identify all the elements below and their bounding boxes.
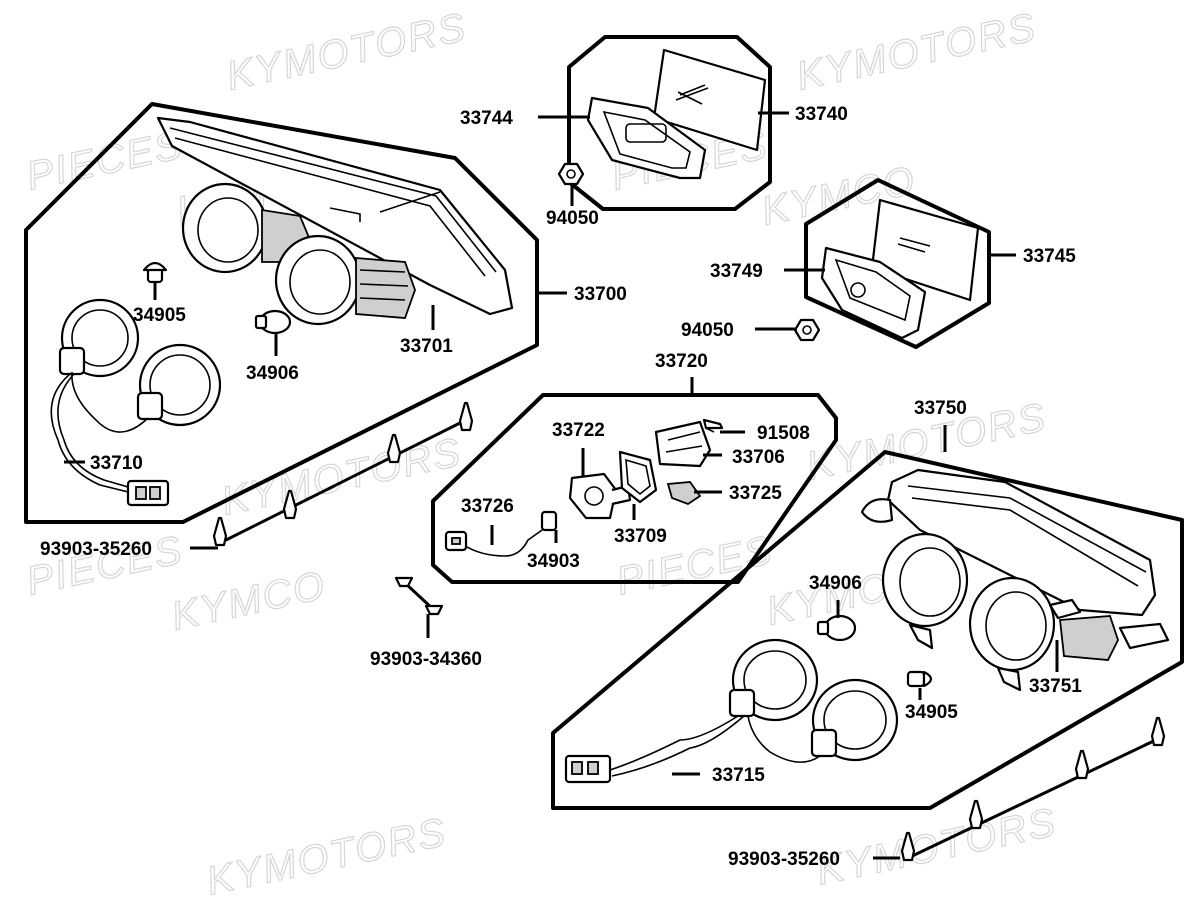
socket-harness-33710	[50, 298, 222, 507]
group-outline-33740	[567, 35, 772, 211]
license-light-33745	[820, 198, 980, 340]
watermark: KYMOTORS	[223, 5, 471, 99]
screw-91508	[702, 418, 724, 433]
part-label-33710: 33710	[90, 453, 143, 474]
part-label-34905-left: 34905	[133, 305, 186, 326]
watermark: PIECES	[23, 123, 187, 199]
nut-94050-top	[557, 162, 585, 186]
harness-33726	[444, 510, 558, 557]
group-outline-33750	[551, 450, 1184, 810]
part-label-33745: 33745	[1023, 246, 1076, 267]
part-label-34906-right: 34906	[809, 573, 862, 594]
part-label-33706: 33706	[732, 447, 785, 468]
screw-icon	[968, 799, 984, 830]
screw-icon	[1150, 716, 1166, 747]
lens-33709	[618, 450, 658, 504]
part-label-94050-top: 94050	[546, 208, 599, 229]
watermark: KYMOTORS	[813, 800, 1061, 894]
part-label-33709: 33709	[614, 526, 667, 547]
taillight-assembly-33700	[156, 116, 514, 326]
nut-94050-mid	[793, 318, 821, 342]
license-light-33740	[586, 48, 767, 180]
part-label-34906-left: 34906	[246, 363, 299, 384]
screw-icon	[900, 831, 916, 862]
pad-33725	[666, 481, 702, 506]
part-label-33751: 33751	[1029, 676, 1082, 697]
part-label-94050-mid: 94050	[681, 320, 734, 341]
part-label-33726: 33726	[461, 496, 514, 517]
part-label-33701: 33701	[400, 336, 453, 357]
part-label-93903-35260-right: 93903-35260	[728, 849, 840, 870]
part-label-33722: 33722	[552, 420, 605, 441]
screw-set-93903-35260-left	[212, 401, 474, 547]
part-label-34903: 34903	[527, 551, 580, 572]
part-label-93903-35260-left: 93903-35260	[40, 539, 152, 560]
group-outline-33745	[804, 178, 991, 349]
cover-33706	[654, 420, 712, 468]
part-label-33750: 33750	[914, 398, 967, 419]
screw-icon	[282, 489, 298, 520]
group-outline-33720	[431, 393, 838, 584]
bracket-33722	[568, 472, 632, 520]
watermark: KYMOTORS	[203, 810, 451, 900]
screw-icon	[424, 604, 444, 616]
screw-icon	[1074, 749, 1090, 780]
part-label-33725: 33725	[729, 483, 782, 504]
screw-set-93903-34360	[394, 576, 444, 638]
socket-harness-33715	[564, 638, 899, 784]
screw-icon	[212, 516, 228, 547]
bulb-34905-right	[906, 670, 933, 688]
taillight-assembly-33750	[860, 468, 1170, 692]
part-label-93903-34360: 93903-34360	[370, 649, 482, 670]
leader-lines	[64, 111, 1059, 860]
bulb-34906-right	[816, 614, 857, 642]
screw-set-93903-35260-right	[900, 716, 1166, 862]
part-label-33715: 33715	[712, 765, 765, 786]
part-label-33720: 33720	[655, 351, 708, 372]
part-labels: 33744 33740 94050 33749 33745 94050 3370…	[40, 104, 1082, 870]
watermark: KYMCO	[168, 563, 330, 639]
reflector-group-33720	[444, 418, 724, 557]
screw-icon	[386, 433, 402, 464]
part-label-33700: 33700	[574, 284, 627, 305]
part-label-33744: 33744	[460, 108, 513, 129]
watermark: KYMOTORS	[793, 5, 1041, 99]
bulb-34906-left	[254, 309, 292, 335]
bulb-34905-left	[142, 261, 168, 284]
screw-icon	[458, 401, 474, 432]
part-label-33749: 33749	[710, 261, 763, 282]
screw-icon	[394, 576, 414, 588]
group-outline-33700	[24, 102, 539, 524]
part-label-34905-right: 34905	[905, 702, 958, 723]
part-label-33740: 33740	[795, 104, 848, 125]
part-label-91508: 91508	[757, 423, 810, 444]
